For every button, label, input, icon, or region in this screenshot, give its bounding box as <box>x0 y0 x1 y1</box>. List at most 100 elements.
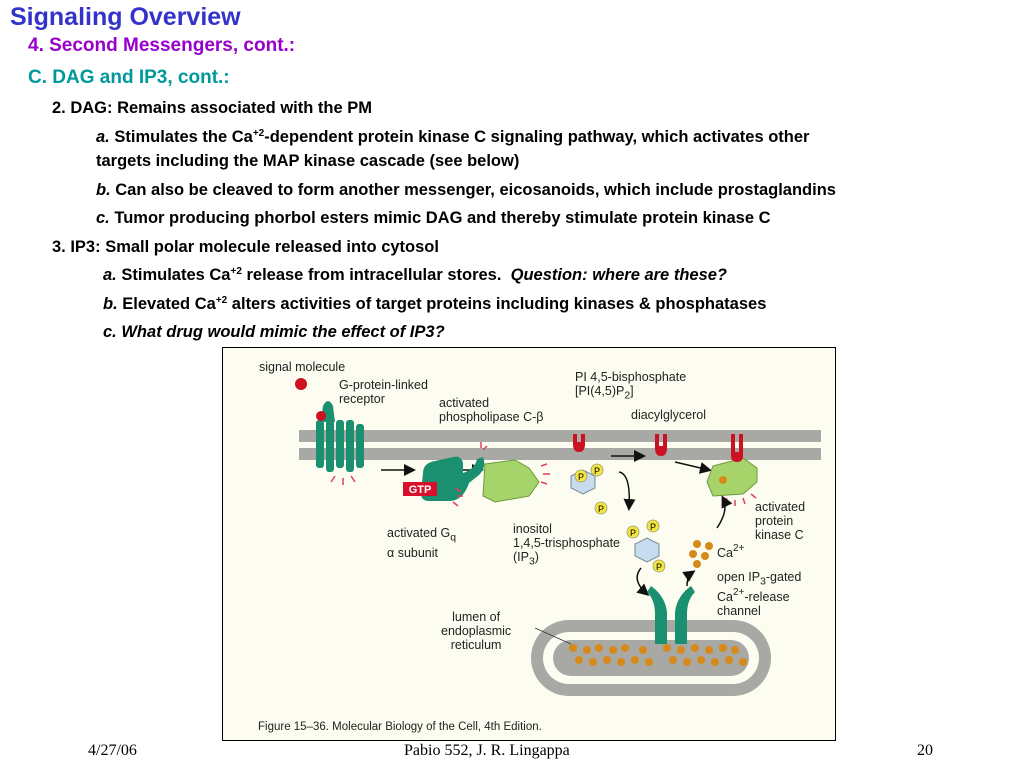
label-line: open IP3-gated <box>717 570 801 590</box>
label-line: (IP3) <box>513 550 620 570</box>
footer-page-number: 20 <box>917 742 933 759</box>
label-diacylglycerol: diacylglycerol <box>631 408 707 422</box>
label-line: lumen of <box>452 610 501 624</box>
item-marker: c. <box>103 323 117 341</box>
item-ip3-a: a. Stimulates Ca+2 release from intracel… <box>103 266 727 285</box>
gtp-badge <box>403 482 437 496</box>
pip2-phosphate-2 <box>590 463 604 477</box>
footer-course: Pabio 552, J. R. Lingappa <box>404 742 570 759</box>
signal-molecule-free <box>295 378 307 390</box>
item-dag-b: b. Can also be cleaved to form another m… <box>96 181 836 200</box>
plasma-membrane <box>299 430 821 442</box>
ip3-phosphate-2 <box>646 519 660 533</box>
label-protein-kinase-c: activated protein kinase C <box>755 500 805 542</box>
p-label: P <box>650 522 656 532</box>
label-line: [PI(4,5)P2] <box>575 384 686 404</box>
item-marker: a. <box>103 266 117 284</box>
label-line: G-protein-linked <box>339 378 428 392</box>
label-phospholipase-c: activated phospholipase C-β <box>439 396 543 424</box>
pip2-phosphate-3 <box>594 501 608 515</box>
question-text: What drug would mimic the effect of IP3? <box>121 323 445 341</box>
arrow-to-ip3 <box>618 471 636 511</box>
label-receptor: G-protein-linked receptor <box>339 378 428 406</box>
item-text: alters activities of target proteins inc… <box>227 295 767 313</box>
item-dag-a: a. Stimulates the Ca+2-dependent protein… <box>96 128 809 147</box>
receptor-activation-lines <box>330 475 356 485</box>
label-text: -release <box>744 589 790 604</box>
label-line: activated <box>755 500 806 514</box>
label-text: Ca <box>717 546 733 560</box>
p-label: P <box>598 504 604 514</box>
label-text: (IP <box>513 550 529 564</box>
label-line: channel <box>717 603 761 618</box>
ip3-inositol-ring <box>634 537 660 563</box>
item-dag-a-line2: targets including the MAP kinase cascade… <box>96 152 520 170</box>
label-line: Ca2+-release <box>717 586 801 604</box>
slide-title: Signaling Overview <box>10 3 241 31</box>
label-line: PI 4,5-bisphosphate <box>575 370 687 384</box>
label-line: activated Gq <box>387 526 456 546</box>
ip3-phosphate-3 <box>652 559 666 573</box>
item-marker: b. <box>103 295 118 313</box>
pip2-phosphate-1 <box>574 469 588 483</box>
label-line: 1,4,5-trisphosphate <box>513 536 621 550</box>
label-line: kinase C <box>755 528 804 542</box>
plasma-membrane-inner <box>299 448 821 460</box>
label-text: [PI(4,5)P <box>575 384 625 398</box>
label-text: ] <box>630 384 634 398</box>
superscript: +2 <box>230 266 242 277</box>
superscript: +2 <box>215 295 228 306</box>
phospholipase-c-beta <box>482 459 540 503</box>
pip2-lipid <box>573 434 585 452</box>
pkc-bound-calcium <box>719 476 727 484</box>
g-protein-linked-receptor <box>316 401 364 472</box>
label-text: -gated <box>765 570 802 584</box>
subscript: 3 <box>528 556 535 568</box>
subscript: 3 <box>760 576 766 588</box>
pkc-dag-lipid <box>731 434 743 462</box>
label-g-alpha-subunit: activated Gq α subunit <box>387 526 456 560</box>
item-dag-c: c. Tumor producing phorbol esters mimic … <box>96 209 771 228</box>
item-dag: 2. DAG: Remains associated with the PM <box>52 99 372 117</box>
item-text: Can also be cleaved to form another mess… <box>115 181 836 199</box>
label-line: activated <box>439 396 490 410</box>
plc-activation-lines <box>540 463 550 485</box>
bound-signal-molecule <box>316 411 326 421</box>
item-text: release from intracellular stores. <box>241 266 502 284</box>
item-text: Elevated Ca <box>122 295 216 313</box>
label-line: receptor <box>339 392 385 406</box>
item-marker: b. <box>96 181 111 199</box>
p-label: P <box>578 472 584 482</box>
item-text: Stimulates Ca <box>121 266 231 284</box>
signaling-figure: GTP P P P P P P <box>222 347 836 741</box>
item-text: Tumor producing phorbol esters mimic DAG… <box>114 209 771 227</box>
p-label: P <box>594 466 600 476</box>
heading-dag-ip3: C. DAG and IP3, cont.: <box>28 67 230 88</box>
pkc-activation-lines <box>724 493 757 506</box>
label-line: reticulum <box>450 638 502 652</box>
label-line: endoplasmic <box>441 624 512 638</box>
heading-second-messengers: 4. Second Messengers, cont.: <box>28 35 296 56</box>
label-pip2: PI 4,5-bisphosphate [PI(4,5)P2] <box>575 370 686 404</box>
superscript: 2+ <box>732 543 745 554</box>
ip3-gated-channel-left <box>647 586 667 644</box>
label-line: α subunit <box>387 545 439 560</box>
protein-kinase-c <box>706 457 758 497</box>
subscript: 2 <box>624 390 631 402</box>
superscript: 2+ <box>732 586 745 598</box>
label-text: Ca <box>717 589 733 604</box>
arrow-channel-to-calcium <box>682 570 696 587</box>
cytosolic-calcium <box>689 540 713 568</box>
label-line: phospholipase C-β <box>439 410 544 424</box>
item-marker: c. <box>96 209 110 227</box>
label-text: open IP <box>717 570 761 584</box>
p-label: P <box>656 562 662 572</box>
gq-membrane-anchor <box>480 442 488 451</box>
arrow-dag-to-pkc <box>674 461 712 474</box>
label-line: inositol <box>513 522 552 536</box>
label-text: ) <box>534 550 539 564</box>
arrow-ip3-to-channel <box>636 567 650 596</box>
item-text: Stimulates the Ca <box>114 128 253 146</box>
arrow-calcium-to-pkc <box>716 495 733 529</box>
er-lumen-calcium <box>569 644 747 666</box>
